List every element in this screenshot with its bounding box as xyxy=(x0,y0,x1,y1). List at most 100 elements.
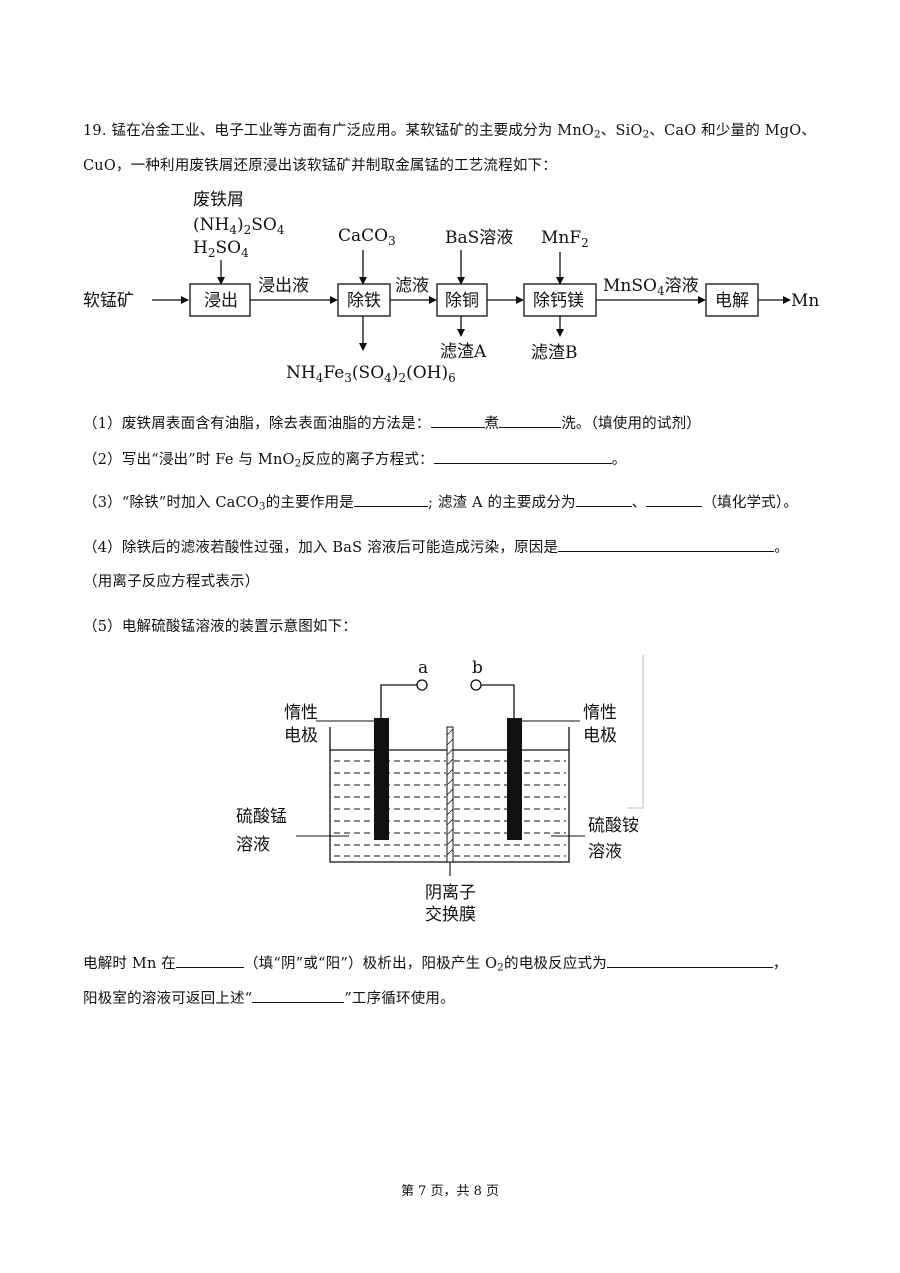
q2-text-a: （2）写出“浸出”时 Fe 与 MnO xyxy=(83,452,295,468)
sub-question-4: （4）除铁后的滤液若酸性过强，加入 BaS 溶液后可能造成污染，原因是。 xyxy=(83,536,789,557)
answer-blank[interactable] xyxy=(176,953,245,968)
answer-blank[interactable] xyxy=(558,537,775,552)
reagent-sulfuric-acid: H2SO4 xyxy=(193,238,249,260)
flow-input-label: 软锰矿 xyxy=(83,291,134,311)
right-electrode-label-1: 惰性 xyxy=(583,703,617,723)
step-iron-label: 除铁 xyxy=(347,291,381,311)
formula-subscript: 6 xyxy=(448,371,456,385)
flow-output-label: Mn xyxy=(791,291,819,311)
left-electrode-label-1: 惰性 xyxy=(284,703,318,723)
right-inert-electrode xyxy=(507,718,522,840)
reagent-caco3: CaCO3 xyxy=(338,226,396,248)
left-solution-label-2: 溶液 xyxy=(236,835,270,855)
sub-question-5: （5）电解硫酸锰溶液的装置示意图如下： xyxy=(83,615,357,636)
step-electrolysis-label: 电解 xyxy=(715,291,749,311)
byproduct-jarosite: NH4Fe3(SO4)2(OH)6 xyxy=(286,363,456,385)
formula-subscript: 3 xyxy=(344,371,352,385)
formula-part: (NH xyxy=(193,215,229,235)
formula-subscript: 2 xyxy=(398,371,406,385)
answer-blank[interactable] xyxy=(430,413,485,428)
membrane-hatch xyxy=(446,728,454,856)
e2-text-a: 阳极室的溶液可返回上述“ xyxy=(83,991,253,1007)
sub-question-4-note: （用离子反应方程式表示） xyxy=(83,570,259,591)
q4-text-a: （4）除铁后的滤液若酸性过强，加入 BaS 溶液后可能造成污染，原因是 xyxy=(83,540,559,556)
formula-part: ) xyxy=(237,215,244,235)
formula-subscript: 4 xyxy=(316,371,324,385)
right-solution-label-2: 溶液 xyxy=(588,842,622,862)
left-electrode-label-2: 电极 xyxy=(284,726,318,746)
answer-blank[interactable] xyxy=(353,492,428,507)
terminal-a-icon xyxy=(416,679,428,691)
arrow-label-filtrate: 滤液 xyxy=(395,276,429,296)
q1-text-b: 煮 xyxy=(484,416,500,432)
formula-part: H xyxy=(193,238,208,258)
q4-text-c: （用离子反应方程式表示） xyxy=(83,574,260,590)
q1-text-a: （1）废铁屑表面含有油脂，除去表面油脂的方法是： xyxy=(83,416,431,432)
sub-question-1: （1）废铁屑表面含有油脂，除去表面油脂的方法是： 煮 洗。（填使用的试剂） xyxy=(83,412,701,433)
q1-text-c: 洗。（填使用的试剂） xyxy=(561,416,701,432)
q3-text-e: （填化学式）。 xyxy=(702,495,799,511)
formula-part: SO xyxy=(215,238,241,258)
formula-part: MnF xyxy=(541,228,581,248)
e2-text-b: ”工序循环使用。 xyxy=(344,991,455,1007)
e1-text-c: 的电极反应式为 xyxy=(504,956,607,972)
formula-subscript: 2 xyxy=(244,223,252,237)
answer-blank[interactable] xyxy=(646,492,703,507)
left-solution-label-1: 硫酸锰 xyxy=(236,807,287,827)
intro-text-2: CuO，一种利用废铁屑还原浸出该软锰矿并制取金属锰的工艺流程如下： xyxy=(83,158,557,174)
subscript: 2 xyxy=(642,128,650,141)
arrow-label-mnso4: MnSO4溶液 xyxy=(603,276,699,298)
question-intro-line-1: 19. 锰在冶金工业、电子工业等方面有广泛应用。某软锰矿的主要成分为 MnO2、… xyxy=(83,119,816,140)
terminal-b-icon xyxy=(470,679,482,691)
step-camg-label: 除钙镁 xyxy=(533,291,584,311)
process-flow-diagram: 软锰矿 废铁屑 (NH4)2SO4 H2SO4 浸出 浸出液 CaCO3 除铁 … xyxy=(83,190,819,385)
terminal-a-label: a xyxy=(418,658,428,678)
formula-subscript: 3 xyxy=(388,234,396,248)
e1-text-b: （填“阴”或“阳”）极析出，阳极产生 O xyxy=(244,956,498,972)
answer-blank[interactable] xyxy=(252,988,345,1003)
right-electrode-label-2: 电极 xyxy=(583,726,617,746)
formula-subscript: 4 xyxy=(657,284,665,298)
question-intro-line-2: CuO，一种利用废铁屑还原浸出该软锰矿并制取金属锰的工艺流程如下： xyxy=(83,154,557,175)
step-copper-label: 除铜 xyxy=(445,291,479,311)
left-inert-electrode xyxy=(374,718,389,840)
wire-right xyxy=(481,684,515,718)
formula-subscript: 2 xyxy=(581,236,589,250)
arrow-label-leach-liquid: 浸出液 xyxy=(258,276,309,296)
formula-part: (OH) xyxy=(406,363,448,383)
q3-text-a: （3）“除铁”时加入 CaCO xyxy=(83,495,259,511)
page-footer: 第 7 页，共 8 页 xyxy=(400,1184,500,1199)
q3-text-b: 的主要作用是 xyxy=(265,495,354,511)
subscript: 3 xyxy=(258,500,266,513)
formula-part: CaCO xyxy=(338,226,388,246)
e1-text-a: 电解时 Mn 在 xyxy=(83,956,177,972)
formula-part: Fe xyxy=(323,363,344,383)
reagent-bas: BaS溶液 xyxy=(445,228,513,248)
answer-blank[interactable] xyxy=(575,492,632,507)
electrolysis-question-line-2: 阳极室的溶液可返回上述“ ”工序循环使用。 xyxy=(83,987,455,1008)
e1-text-d: ， xyxy=(772,956,788,972)
formula-subscript: 2 xyxy=(208,246,216,260)
electrolysis-question-line-1: 电解时 Mn 在（填“阴”或“阳”）极析出，阳极产生 O2的电极反应式为， xyxy=(83,952,788,973)
q5-text: （5）电解硫酸锰溶液的装置示意图如下： xyxy=(83,619,358,635)
wire-left xyxy=(380,684,417,718)
intro-text-1b: 、SiO xyxy=(600,123,643,139)
sub-question-2: （2）写出“浸出”时 Fe 与 MnO2反应的离子方程式：。 xyxy=(83,448,626,469)
subscript: 2 xyxy=(593,128,601,141)
answer-blank[interactable] xyxy=(606,953,773,968)
formula-part: 溶液 xyxy=(665,276,699,296)
membrane-label-2: 交换膜 xyxy=(425,905,476,925)
electrolytic-cell-diagram: a b 惰性 电极 惰性 电极 硫酸锰 溶 xyxy=(236,655,644,925)
answer-blank[interactable] xyxy=(499,413,562,428)
reagent-iron-scrap: 废铁屑 xyxy=(193,190,244,210)
intro-text-1: 19. 锰在冶金工业、电子工业等方面有广泛应用。某软锰矿的主要成分为 MnO xyxy=(83,123,594,139)
formula-part: SO xyxy=(251,215,277,235)
residue-a: 滤渣A xyxy=(440,342,487,362)
sub-question-3: （3）“除铁”时加入 CaCO3的主要作用是; 滤渣 A 的主要成分为、（填化学… xyxy=(83,491,798,512)
answer-blank[interactable] xyxy=(433,449,612,464)
intro-text-1c: 、CaO 和少量的 MgO、 xyxy=(649,123,817,139)
formula-subscript: 4 xyxy=(229,223,237,237)
q3-text-c: ; 滤渣 A 的主要成分为 xyxy=(427,495,576,511)
membrane-label-1: 阴离子 xyxy=(425,883,476,903)
q2-text-b: 反应的离子方程式： xyxy=(301,452,434,468)
